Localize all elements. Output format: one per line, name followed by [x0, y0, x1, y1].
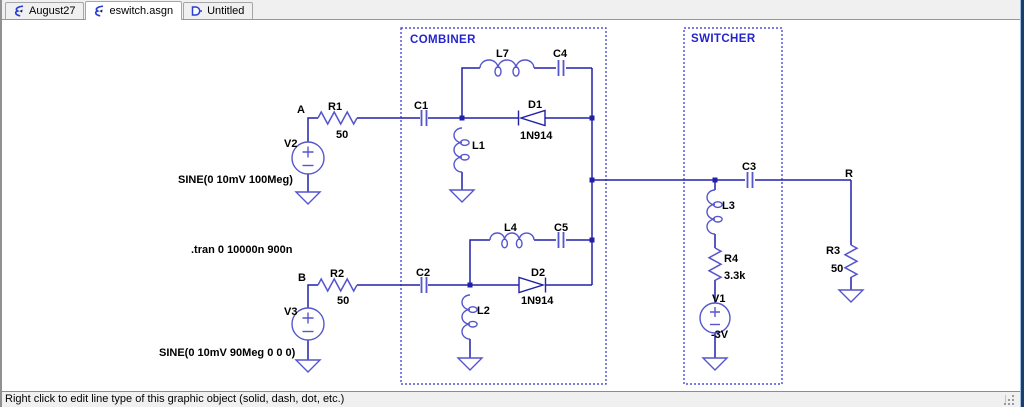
combiner-box-label: COMBINER	[410, 34, 476, 46]
tab-label: eswitch.asgn	[109, 5, 174, 17]
resistor-R3[interactable]	[843, 244, 859, 279]
label-R1[interactable]: R1	[328, 101, 342, 113]
label-C1[interactable]: C1	[414, 100, 428, 112]
inductor-L2[interactable]	[461, 294, 478, 340]
tab-bar: August27 eswitch.asgn Untitled	[2, 0, 1020, 20]
tab-august27[interactable]: August27	[5, 2, 85, 19]
value-R3[interactable]: 50	[831, 263, 843, 275]
ground-symbols	[294, 189, 865, 373]
label-L1[interactable]: L1	[472, 140, 485, 152]
capacitor-C5[interactable]	[557, 232, 565, 248]
status-text: Right click to edit line type of this gr…	[5, 393, 345, 405]
value-R2[interactable]: 50	[337, 295, 349, 307]
voltage-source-V2[interactable]	[291, 141, 325, 175]
combiner-box[interactable]: COMBINER	[400, 27, 607, 385]
value-R1[interactable]: 50	[336, 129, 348, 141]
voltage-source-V1[interactable]	[699, 302, 731, 334]
switcher-box-label: SWITCHER	[691, 33, 756, 45]
inductor-L4[interactable]	[489, 232, 535, 249]
capacitor-C2[interactable]	[420, 277, 428, 293]
schematic-svg: COMBINER SWITCHER	[159, 27, 865, 385]
node-label-b[interactable]: B	[298, 272, 306, 284]
tab-eswitch-asgn[interactable]: eswitch.asgn	[85, 1, 183, 20]
schematic-canvas[interactable]: COMBINER SWITCHER	[2, 20, 1020, 391]
label-V1[interactable]: V1	[712, 293, 725, 305]
label-R4[interactable]: R4	[724, 253, 739, 265]
label-C3[interactable]: C3	[742, 161, 756, 173]
ground-icon	[294, 359, 322, 373]
value-V2-sine[interactable]: SINE(0 10mV 100Meg)	[178, 174, 293, 186]
status-bar: Right click to edit line type of this gr…	[0, 391, 1020, 407]
label-V3[interactable]: V3	[284, 306, 297, 318]
value-D2[interactable]: 1N914	[521, 295, 554, 307]
window-left-border	[0, 0, 2, 407]
label-C5[interactable]: C5	[554, 222, 568, 234]
label-L2[interactable]: L2	[477, 305, 490, 317]
label-C2[interactable]: C2	[416, 267, 430, 279]
node-label-a[interactable]: A	[297, 104, 305, 116]
voltage-source-V3[interactable]	[291, 307, 325, 341]
ltspice-waveform-icon	[191, 6, 203, 16]
resistor-R4[interactable]	[707, 247, 723, 282]
label-D2[interactable]: D2	[531, 267, 545, 279]
diode-D2[interactable]	[518, 276, 547, 294]
window-right-border	[1020, 0, 1024, 407]
capacitor-C1[interactable]	[420, 110, 428, 126]
ground-icon	[701, 357, 729, 371]
tab-untitled[interactable]: Untitled	[183, 2, 254, 19]
ground-icon	[837, 289, 865, 303]
ground-icon	[456, 357, 484, 371]
directive-tran[interactable]: .tran 0 10000n 900n	[191, 244, 293, 256]
value-R4[interactable]: 3.3k	[724, 270, 746, 282]
inductor-L1[interactable]	[453, 127, 470, 173]
resistor-R1[interactable]	[317, 110, 358, 126]
label-R2[interactable]: R2	[330, 268, 344, 280]
inductor-L7[interactable]	[479, 59, 535, 77]
label-L3[interactable]: L3	[722, 200, 735, 212]
capacitor-C3[interactable]	[746, 172, 754, 188]
capacitor-C4[interactable]	[557, 60, 565, 76]
inductor-L3[interactable]	[706, 189, 723, 235]
status-divider	[1005, 395, 1006, 405]
ltspice-schematic-icon	[14, 5, 24, 17]
label-L4[interactable]: L4	[504, 222, 518, 234]
ltspice-schematic-icon	[95, 5, 104, 17]
label-C4[interactable]: C4	[553, 48, 568, 60]
resistor-R2[interactable]	[317, 277, 358, 293]
junction-dots	[459, 115, 718, 288]
label-D1[interactable]: D1	[528, 99, 542, 111]
node-label-r[interactable]: R	[845, 168, 853, 180]
value-D1[interactable]: 1N914	[520, 130, 553, 142]
label-L7[interactable]: L7	[496, 48, 509, 60]
diode-D1[interactable]	[517, 109, 546, 127]
wires[interactable]	[307, 67, 852, 360]
label-R3[interactable]: R3	[826, 245, 840, 257]
switcher-box[interactable]: SWITCHER	[683, 27, 783, 385]
label-V2[interactable]: V2	[284, 138, 297, 150]
tab-label: Untitled	[207, 5, 245, 17]
ground-icon	[294, 191, 322, 205]
resize-grip-icon[interactable]	[1004, 395, 1014, 405]
ground-icon	[448, 189, 476, 203]
value-V3-sine[interactable]: SINE(0 10mV 90Meg 0 0 0)	[159, 347, 296, 359]
value-V1[interactable]: -3V	[711, 329, 729, 341]
tab-label: August27	[29, 5, 76, 17]
